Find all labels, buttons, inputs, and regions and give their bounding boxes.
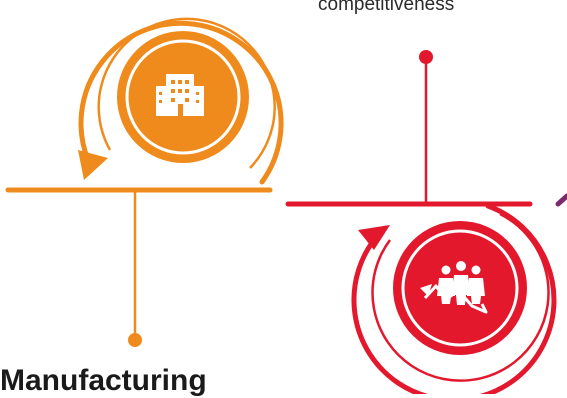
manufacturing-caption: Manufacturing	[0, 364, 207, 397]
competitiveness-node	[351, 203, 557, 394]
red-cycle-ring	[351, 203, 557, 394]
building-icon	[156, 74, 204, 116]
orange-cycle-arrow-ring	[78, 20, 284, 185]
people-growth-icon	[420, 261, 488, 314]
orange-dot	[128, 333, 142, 347]
manufacturing-node	[78, 17, 284, 185]
competitiveness-caption: competitiveness	[318, 0, 455, 15]
orange-inner-ring	[97, 17, 276, 169]
orange-arrowhead	[78, 150, 108, 180]
red-arrowhead	[358, 225, 390, 250]
red-inner-ring	[371, 212, 550, 382]
red-dot	[419, 50, 433, 64]
purple-connector-fragment	[555, 193, 567, 207]
